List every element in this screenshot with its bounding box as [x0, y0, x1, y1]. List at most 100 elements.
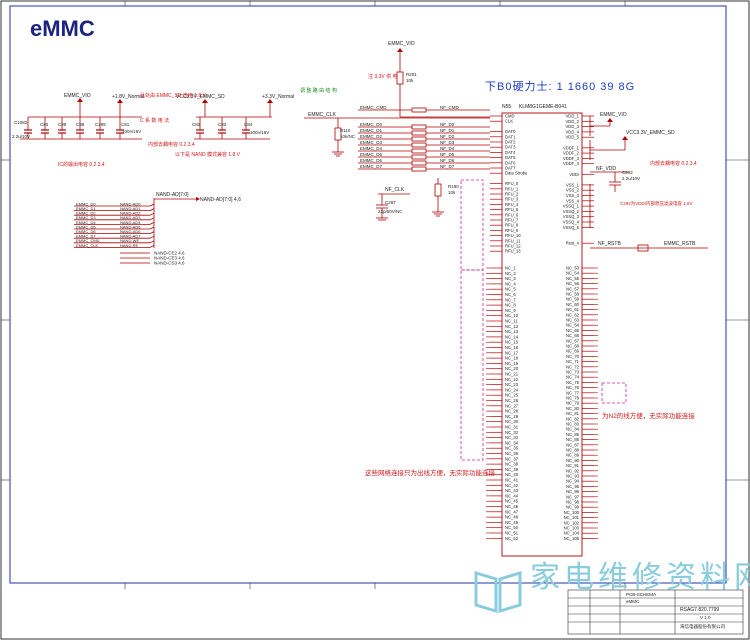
ic-nc-right: NC_79	[566, 401, 580, 406]
ic-nc-right: NC_90	[566, 458, 580, 463]
dashed-group-rfu	[460, 179, 484, 271]
ic-pin-left: DAT0	[505, 129, 516, 134]
ic-nc-left: NC_17	[505, 350, 519, 355]
ic-nc-left: NC_7	[505, 297, 516, 302]
ic-nc-right: NC_82	[566, 416, 580, 421]
ic-nc-left: NC_48	[505, 515, 519, 520]
ic-pin-left: RFU_6	[505, 212, 519, 217]
dashed-group-nc-right	[601, 382, 627, 404]
ic-pin-left: DAT6	[505, 160, 516, 165]
ic-pin-right: VSS_4	[566, 198, 580, 203]
ic-nc-right: NC_73	[566, 370, 580, 375]
ic-nc-right: NC_96	[566, 489, 580, 494]
net-label-nf: NF_CMD	[440, 105, 459, 110]
ic-nc-left: NC_27	[505, 403, 519, 408]
net-label-nf: NF_D0	[440, 122, 455, 127]
net-label-emmc: EMMC_D0	[360, 122, 383, 127]
ic-nc-left: NC_25	[505, 393, 519, 398]
ic-pin-right: VDDF_1	[563, 145, 580, 150]
ic-pin-left: DAT4	[505, 150, 516, 155]
title-block-company: 海信电器股份有限公司	[680, 623, 725, 630]
cap-c297: C297	[385, 200, 396, 205]
ic-pin-left: RFU_8	[505, 223, 519, 228]
ic-pin-right: VDDi	[569, 172, 579, 177]
ic-nc-right: NC_84	[566, 427, 580, 432]
cap-c292: C292	[622, 170, 633, 175]
ic-partno: KLM8G1GEME-B041	[519, 104, 567, 110]
ic-nc-left: NC_22	[505, 377, 519, 382]
ic-refdes: N55	[502, 104, 511, 110]
ic-nc-right: NC_81	[566, 411, 580, 416]
ic-nc-left: NC_40	[505, 472, 519, 477]
ic-nc-left: NC_41	[505, 478, 519, 483]
ic-nc-right: NC_105	[564, 536, 580, 541]
ic-nc-right: NC_104	[564, 531, 580, 536]
cap-c89: C89	[58, 122, 67, 127]
ic-nc-right: NC_97	[566, 494, 580, 499]
ic-nc-right: NC_53	[566, 266, 580, 271]
ic-pin-right: VSS_2	[566, 188, 580, 193]
port-3v3-normal: +3.3V_Normal	[262, 94, 294, 100]
ic-nc-right: NC_64	[566, 323, 580, 328]
nand-net-right: NAND-AD1	[120, 206, 141, 211]
note-route: 调 整 路 由 结 构	[300, 87, 337, 94]
res-r180: R180	[448, 184, 459, 189]
net-label-emmc: EMMC_D4	[360, 146, 383, 151]
ic-nc-right: NC_60	[566, 302, 580, 307]
nand-net-left: EMMC_CLK	[76, 243, 99, 248]
ic-nc-left: NC_8	[505, 303, 516, 308]
nand-net-left: EMMC_D2	[76, 211, 96, 216]
res-r201-value: 10k	[406, 78, 414, 83]
ic-nc-left: NC_15	[505, 340, 519, 345]
nand-net-right: NAND-AD0	[120, 201, 141, 206]
ic-nc-left: NC_14	[505, 334, 519, 339]
ic-nc-right: NC_69	[566, 349, 580, 354]
ic-nc-left: NC_50	[505, 525, 519, 530]
nand-net-right: NAND-AD3	[120, 215, 141, 220]
ic-nc-left: NC_19	[505, 361, 519, 366]
net-label-emmc: EMMC_D5	[360, 152, 383, 157]
net-label-nf: NF_D1	[440, 128, 455, 133]
ic-nc-right: NC_78	[566, 396, 580, 401]
ic-nc-left: NC_10	[505, 313, 519, 318]
cap-c84-value: 100n/16V	[250, 130, 269, 135]
port-emmc-vio-top: EMMC_VIO	[388, 41, 415, 47]
ic-pin-left: RFU_0	[505, 181, 519, 186]
ic-pin-left: RFU_2	[505, 192, 519, 197]
ic-nc-right: NC_93	[566, 474, 580, 479]
note-decoupling: 内部去耦电容 0.2.3.4	[148, 141, 195, 148]
cap-c81: C81	[121, 122, 130, 127]
nand-control-net: NAND-CE3 4,6	[154, 256, 185, 261]
ic-nc-right: NC_91	[566, 463, 580, 468]
port-vcc33-emmc-sd: VCC3.3V_EMMC_SD	[176, 94, 225, 100]
ic-nc-right: NC_59	[566, 297, 580, 302]
ic-pin-right: Rest_n	[566, 241, 580, 246]
ic-nc-left: NC_31	[505, 425, 519, 430]
nand-net-right: NAND-WE	[120, 238, 139, 243]
ic-nc-right: NC_87	[566, 442, 580, 447]
note-1v8: 此处由 EMMC_SD 选用 1.8 V	[140, 92, 207, 99]
ic-pin-left: Data Strobe	[505, 171, 528, 176]
cap-c88: C88	[76, 122, 85, 127]
port-emmc-vio-left: EMMC_VIO	[64, 93, 91, 99]
ic-nc-left: NC_20	[505, 366, 519, 371]
ic-pin-left: DAT7	[505, 166, 516, 171]
ic-nc-left: NC_16	[505, 345, 519, 350]
title-block-sheet: eMMC	[626, 599, 640, 604]
ic-nc-left: NC_34	[505, 440, 519, 445]
title-block-project: PCB-SCHEMA	[626, 592, 656, 597]
cap-c1082: C1082	[14, 120, 28, 125]
nand-net-right: NAND-AD2	[120, 211, 141, 216]
ic-nc-left: NC_38	[505, 462, 519, 467]
ic-pin-right: VSS_1	[566, 182, 580, 187]
ic-nc-left: NC_42	[505, 483, 519, 488]
ic-nc-left: NC_4	[505, 281, 516, 286]
watermark-book-icon	[474, 570, 522, 614]
port-emmc-vio-right: EMMC_VIO	[600, 112, 627, 118]
ic-nc-left: NC_45	[505, 499, 519, 504]
ic-nc-left: NC_33	[505, 435, 519, 440]
ic-nc-right: NC_83	[566, 422, 580, 427]
net-label-nf: NF_D4	[440, 146, 455, 151]
net-nf-vdd: NF_VDD	[596, 166, 616, 172]
